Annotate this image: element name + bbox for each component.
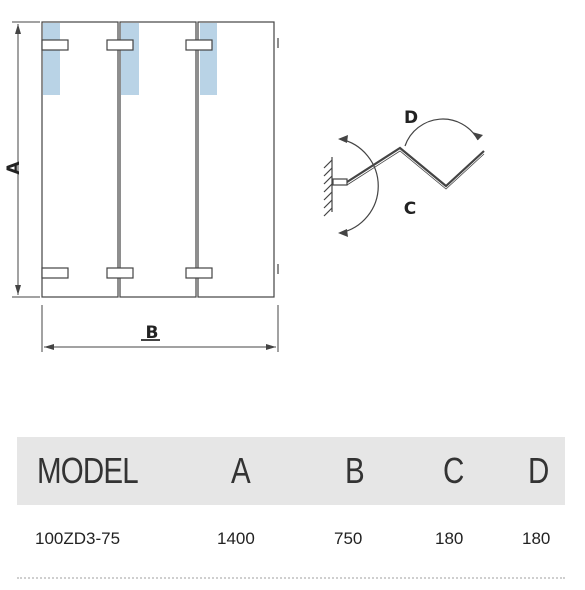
plan-view <box>323 118 485 237</box>
glass-panel-3 <box>197 21 275 298</box>
front-view <box>41 21 279 298</box>
cell-model: 100ZD3-75 <box>35 529 121 548</box>
panel-3-tint <box>200 23 217 95</box>
glass-panel-2 <box>119 21 197 298</box>
label-c: C <box>404 199 416 219</box>
panel-2-tint <box>121 23 139 95</box>
hinge-bottom-3 <box>185 267 213 279</box>
hinge-bottom-2 <box>106 267 134 279</box>
hinge-top-1 <box>41 39 69 51</box>
header-model: MODEL <box>37 450 139 491</box>
header-b: B <box>345 450 365 491</box>
cell-b: 750 <box>334 529 363 548</box>
dotted-divider <box>17 577 565 579</box>
header-d: D <box>528 450 549 491</box>
panel-1-tint <box>43 23 60 95</box>
table-row: 100ZD3-75 1400 750 180 180 <box>17 505 565 575</box>
swing-arc-c <box>339 138 379 234</box>
swing-arc-d <box>404 118 479 147</box>
header-a: A <box>231 450 251 491</box>
cell-d: 180 <box>522 529 551 548</box>
label-d: D <box>404 108 418 128</box>
hinge-bottom-1 <box>41 267 69 279</box>
glass-panel-1 <box>41 21 119 298</box>
spec-table: MODEL A B C D 100ZD3-75 1400 750 180 180 <box>17 437 565 579</box>
label-a: A <box>4 161 24 175</box>
label-b: B <box>146 323 159 343</box>
dimension-b <box>41 305 279 352</box>
wall-hinge <box>332 178 348 186</box>
hinge-top-2 <box>106 39 134 51</box>
dimension-a <box>12 21 40 298</box>
shower-screen-diagram: A B C D <box>4 21 485 352</box>
header-c: C <box>443 450 464 491</box>
table-header: MODEL A B C D <box>17 437 565 505</box>
folded-panels <box>346 146 485 188</box>
hinge-top-3 <box>185 39 213 51</box>
cell-c: 180 <box>435 529 464 548</box>
cell-a: 1400 <box>217 529 255 548</box>
